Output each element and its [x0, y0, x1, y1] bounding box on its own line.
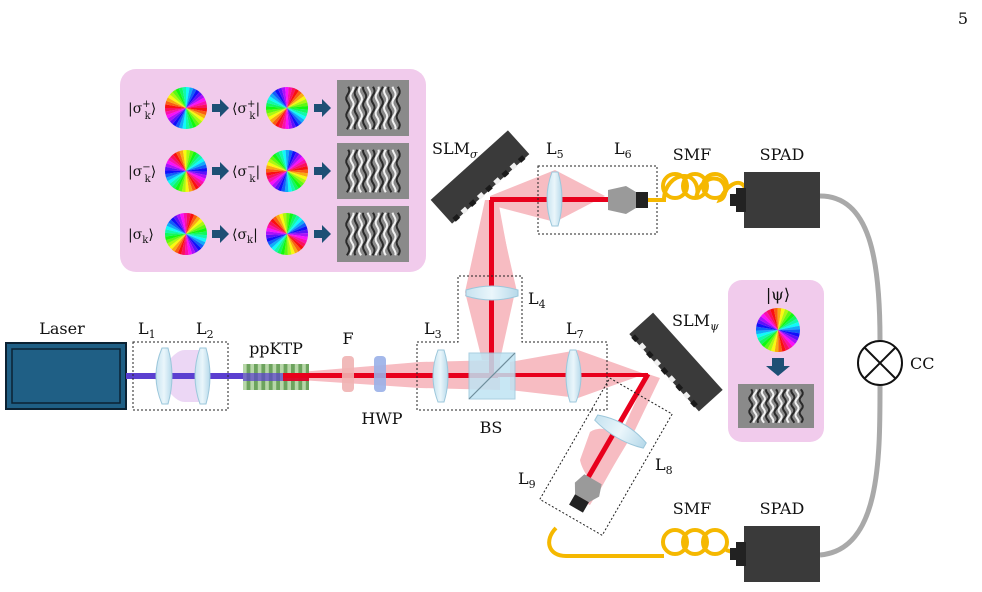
- beam-splitter: [468, 352, 516, 400]
- lens-l4: [465, 285, 519, 301]
- half-wave-plate: [374, 356, 386, 392]
- fiber-coupler-l9: [569, 474, 602, 513]
- cc-label: CC: [910, 354, 934, 373]
- sigma-row: |σ+k⟩ ⟨σ+k|: [128, 80, 409, 136]
- right-arrow-icon: [212, 225, 229, 243]
- lens-l7: [565, 349, 582, 403]
- spad-bottom-label: SPAD: [760, 499, 805, 518]
- psi-down-arrow: [766, 358, 790, 376]
- right-arrow-icon: [212, 162, 229, 180]
- inset-sigma-panel: |σ+k⟩ ⟨σ+k| |σ−k⟩ ⟨σ−k| |σk⟩ ⟨σk|: [120, 69, 426, 272]
- l5-label: L5: [546, 139, 564, 161]
- lens-l8: [594, 414, 647, 449]
- coincidence-counter: [857, 340, 903, 386]
- ket-phase-wheel: [165, 150, 207, 192]
- smf-top-label: SMF: [673, 145, 711, 164]
- l7-label: L7: [566, 319, 584, 341]
- bra-label: ⟨σ−k|: [232, 162, 260, 185]
- bs-label: BS: [480, 418, 503, 437]
- psi-wheel-sectors: [756, 308, 800, 352]
- lens-l3: [432, 349, 449, 403]
- psi-phase-wheel: [756, 308, 800, 352]
- bra-phase-wheel: [266, 213, 308, 255]
- bra-phase-wheel: [266, 150, 308, 192]
- psi-hologram-fringes: [738, 384, 814, 428]
- smf-bottom-label: SMF: [673, 499, 711, 518]
- filter-f: [342, 356, 354, 392]
- right-arrow-icon: [314, 99, 331, 117]
- spad-top: [730, 172, 820, 228]
- slm-sigma: [430, 130, 530, 224]
- hwp-label: HWP: [361, 409, 402, 428]
- lens-l5: [546, 171, 563, 227]
- right-arrow-icon: [314, 162, 331, 180]
- spad-bottom: [730, 526, 820, 582]
- laser-label: Laser: [39, 319, 85, 338]
- right-arrow-icon: [212, 99, 229, 117]
- l9-label: L9: [518, 469, 536, 491]
- l6-label: L6: [614, 139, 632, 161]
- slm-sigma-label: SLMσ: [432, 139, 478, 161]
- bra-phase-wheel: [265, 86, 309, 130]
- fiber-bottom: [547, 526, 739, 558]
- psi-hologram: [738, 384, 814, 428]
- filter-label: F: [342, 329, 353, 348]
- sigma-hologram: [337, 80, 409, 136]
- ket-phase-wheel: [164, 212, 208, 256]
- pump-beam: [126, 373, 296, 379]
- right-arrow-icon: [314, 225, 331, 243]
- bra-label: ⟨σ+k|: [232, 99, 260, 122]
- l3-label: L3: [424, 319, 442, 341]
- lens-l2: [194, 347, 211, 405]
- sigma-row: |σ−k⟩ ⟨σ−k|: [128, 143, 409, 199]
- sigma-hologram: [337, 206, 409, 262]
- slm-psi-label: SLMψ: [672, 311, 719, 333]
- l4-label: L4: [528, 289, 546, 311]
- cable-bottom: [819, 385, 883, 558]
- l8-label: L8: [655, 455, 673, 477]
- sigma-row: |σk⟩ ⟨σk|: [128, 206, 409, 262]
- l2-label: L2: [196, 319, 214, 341]
- slm-psi: [629, 312, 723, 412]
- fiber-coupler-l6: [608, 186, 648, 214]
- ket-label: |σ+k⟩: [128, 99, 156, 122]
- l1-label: L1: [138, 319, 156, 341]
- lens-l1: [155, 347, 173, 405]
- ket-label: |σk⟩: [128, 227, 154, 246]
- ket-label: |σ−k⟩: [128, 162, 156, 185]
- ket-phase-wheel: [165, 87, 207, 129]
- psi-ket-label: |ψ⟩: [766, 285, 790, 304]
- lens-pair-box-l1-l2: [132, 341, 229, 411]
- spad-top-label: SPAD: [760, 145, 805, 164]
- page-number: 5: [958, 9, 968, 28]
- inset-psi-panel: |ψ⟩: [728, 280, 824, 442]
- ppktp-label: ppKTP: [249, 339, 303, 358]
- laser-source: [5, 342, 127, 410]
- bra-label: ⟨σk|: [232, 227, 258, 246]
- beamsplitter-box: [416, 275, 608, 411]
- cable-top: [819, 193, 883, 341]
- sigma-hologram: [337, 143, 409, 199]
